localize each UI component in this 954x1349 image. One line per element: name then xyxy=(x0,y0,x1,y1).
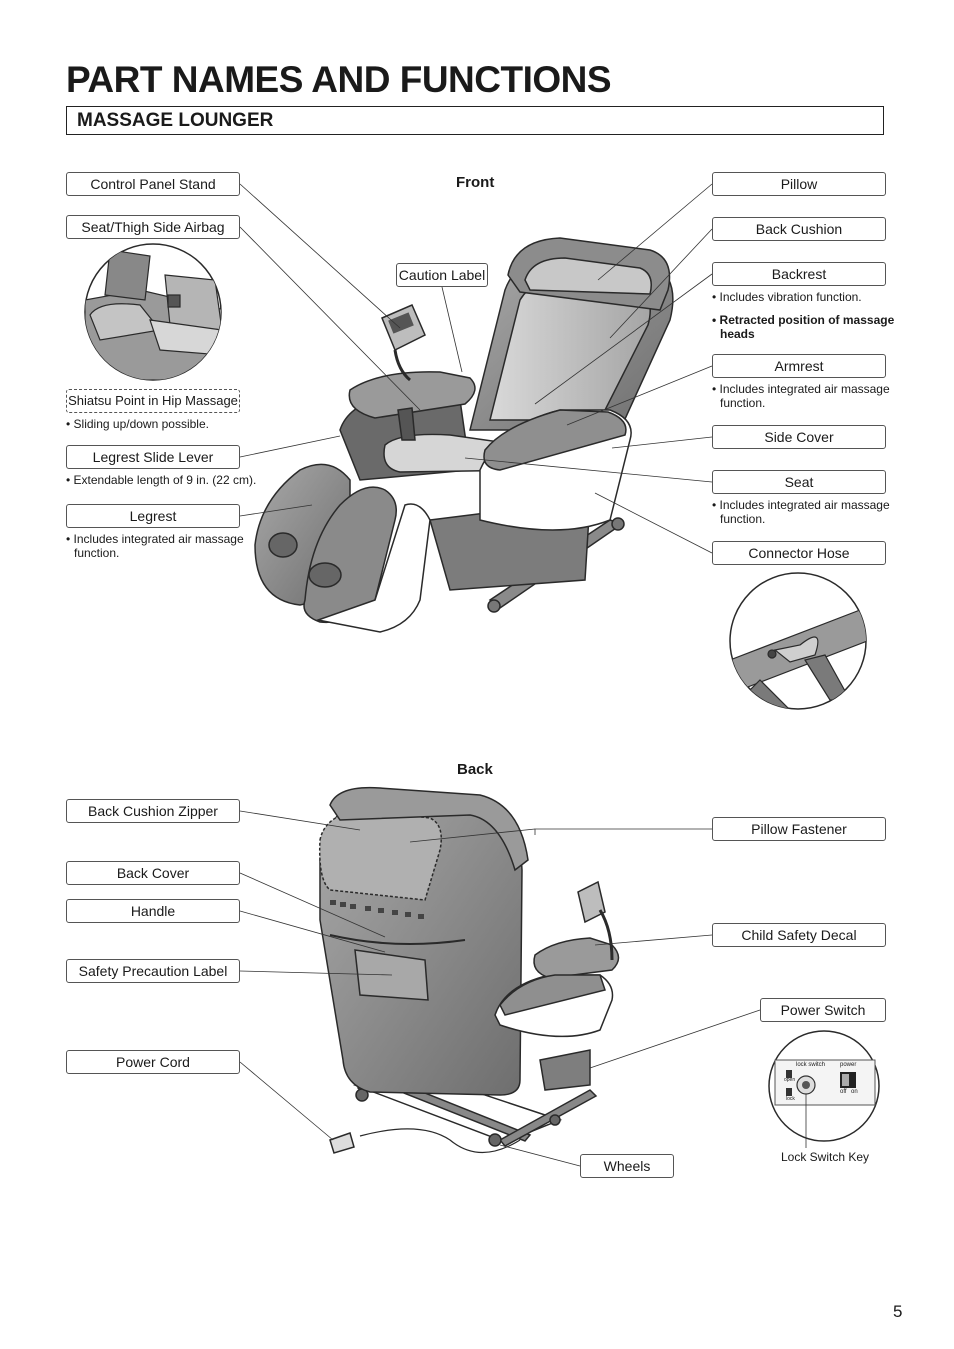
label-legrest: Legrest xyxy=(66,504,240,528)
label-legrest-slide-lever: Legrest Slide Lever xyxy=(66,445,240,469)
label-back-cushion: Back Cushion xyxy=(712,217,886,241)
note-seat: • Includes integrated air massage functi… xyxy=(712,498,890,526)
label-armrest: Armrest xyxy=(712,354,886,378)
switch-text-off: off xyxy=(840,1089,847,1095)
power-switch-detail-illustration xyxy=(768,1030,880,1142)
note-armrest: • Includes integrated air massage functi… xyxy=(712,382,890,410)
airbag-detail-illustration xyxy=(84,243,222,381)
label-seat: Seat xyxy=(712,470,886,494)
label-back-cover: Back Cover xyxy=(66,861,240,885)
note-legrest-slide: • Extendable length of 9 in. (22 cm). xyxy=(66,473,257,487)
label-shiatsu-point: Shiatsu Point in Hip Massage xyxy=(66,389,240,413)
leader-lines xyxy=(239,183,807,1167)
label-seat-thigh-side-airbag: Seat/Thigh Side Airbag xyxy=(66,215,240,239)
switch-text-lock-switch: lock switch xyxy=(796,1062,826,1068)
label-backrest: Backrest xyxy=(712,262,886,286)
label-power-switch: Power Switch xyxy=(760,998,886,1022)
label-caution-label: Caution Label xyxy=(396,263,488,287)
label-child-safety-decal: Child Safety Decal xyxy=(712,923,886,947)
label-pillow: Pillow xyxy=(712,172,886,196)
switch-text-open: open xyxy=(784,1077,796,1083)
label-control-panel-stand: Control Panel Stand xyxy=(66,172,240,196)
label-handle: Handle xyxy=(66,899,240,923)
label-pillow-fastener: Pillow Fastener xyxy=(712,817,886,841)
label-connector-hose: Connector Hose xyxy=(712,541,886,565)
note-backrest-retracted: • Retracted position of massage heads xyxy=(712,313,895,341)
switch-text-power: power xyxy=(840,1062,857,1068)
label-wheels: Wheels xyxy=(580,1154,674,1178)
label-side-cover: Side Cover xyxy=(712,425,886,449)
connector-hose-detail-illustration xyxy=(729,572,867,710)
label-power-cord: Power Cord xyxy=(66,1050,240,1074)
switch-text-on: on xyxy=(851,1089,858,1095)
front-chair-illustration xyxy=(254,237,674,633)
note-legrest: • Includes integrated air massage functi… xyxy=(66,532,244,560)
label-back-cushion-zipper: Back Cushion Zipper xyxy=(66,799,240,823)
back-view-label: Back xyxy=(457,761,493,778)
note-shiatsu: • Sliding up/down possible. xyxy=(66,417,209,431)
switch-text-lock: lock xyxy=(786,1096,795,1102)
label-lock-switch-key: Lock Switch Key xyxy=(781,1150,870,1164)
back-chair-illustration xyxy=(318,786,620,1154)
section-heading: MASSAGE LOUNGER xyxy=(66,106,884,135)
note-backrest-vibration: • Includes vibration function. xyxy=(712,290,862,304)
label-safety-precaution: Safety Precaution Label xyxy=(66,959,240,983)
page-title: PART NAMES AND FUNCTIONS xyxy=(66,59,612,100)
front-view-label: Front xyxy=(456,174,495,191)
page-number: 5 xyxy=(893,1302,903,1321)
